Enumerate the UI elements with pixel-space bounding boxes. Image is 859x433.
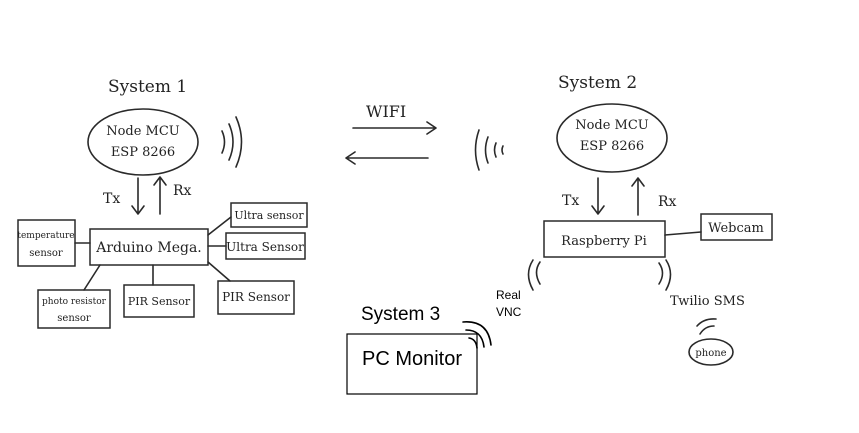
system1-nodemcu-label: Node MCU [106, 124, 180, 139]
real-vnc-label-2: VNC [496, 305, 522, 319]
arduino-label: Arduino Mega. [95, 240, 202, 256]
system2-esp-label: ESP 8266 [580, 139, 644, 154]
raspberry-wifi-waves-icon [527, 259, 672, 291]
raspberry-pi-label: Raspberry Pi [561, 234, 647, 249]
pc-monitor-node [346, 333, 478, 395]
pir-sensor-1-node [123, 284, 195, 318]
wifi-link: WIFI [345, 102, 504, 171]
system3-title: System 3 [361, 304, 440, 325]
system1-title: System 1 [108, 77, 187, 97]
system1: System 1 Node MCU ESP 8266 Tx Rx Arduino… [17, 77, 308, 329]
twilio-sms-label: Twilio SMS [670, 294, 745, 309]
ultra-sensor-1-connector [207, 216, 232, 236]
phone-label: phone [695, 348, 726, 359]
system2-tx-label: Tx [562, 193, 579, 209]
system2-wifi-waves-icon [474, 129, 504, 171]
system2-title: System 2 [558, 73, 637, 93]
webcam-connector [664, 231, 702, 236]
ultra-sensor-2-label: Ultra Sensor [226, 240, 304, 254]
photo-resistor-connector [83, 264, 101, 291]
pir-sensor-2-label: PIR Sensor [222, 290, 290, 304]
wifi-label: WIFI [366, 102, 406, 121]
arduino-node [89, 228, 209, 266]
temperature-sensor-node [17, 219, 76, 267]
temperature-sensor-label: temperature [17, 231, 74, 241]
photo-resistor-label-2: sensor [57, 313, 91, 324]
system2-nodemcu-node [556, 103, 668, 173]
phone-node [688, 338, 734, 366]
system1-rx-arrow [153, 176, 167, 215]
pc-monitor-label: PC Monitor [362, 348, 462, 370]
phone-wifi-waves-icon [696, 318, 717, 335]
system2-nodemcu-label: Node MCU [575, 118, 649, 133]
pir-sensor-1-label: PIR Sensor [128, 295, 191, 308]
system1-tx-arrow [131, 177, 145, 215]
system1-wifi-waves-icon [221, 116, 243, 168]
system3: System 3 PC Monitor Real VNC [346, 288, 522, 395]
ultra-sensor-1-label: Ultra sensor [234, 209, 304, 222]
pir-sensor-2-node [217, 280, 295, 315]
ultra-sensor-1-node [230, 202, 308, 228]
system1-tx-label: Tx [103, 191, 120, 207]
monitor-wifi-waves-icon [462, 321, 492, 349]
raspberry-pi-node [543, 220, 666, 258]
pir-sensor-2-connector [207, 261, 231, 282]
webcam-node [700, 213, 773, 241]
system2-rx-label: Rx [658, 194, 677, 210]
wifi-arrow-right [352, 121, 437, 135]
system1-nodemcu-node [87, 108, 199, 176]
system1-esp-label: ESP 8266 [111, 145, 175, 160]
photo-resistor-node [37, 289, 111, 329]
system2-tx-arrow [591, 177, 605, 215]
system2: System 2 Node MCU ESP 8266 Tx Rx Raspber… [527, 73, 773, 366]
wifi-arrow-left [345, 151, 429, 165]
temperature-sensor-label-2: sensor [29, 248, 63, 259]
photo-resistor-label: photo resistor [42, 297, 107, 307]
system1-rx-label: Rx [173, 183, 192, 199]
system2-rx-arrow [631, 177, 645, 216]
webcam-label: Webcam [708, 221, 764, 236]
real-vnc-label: Real [496, 288, 521, 302]
